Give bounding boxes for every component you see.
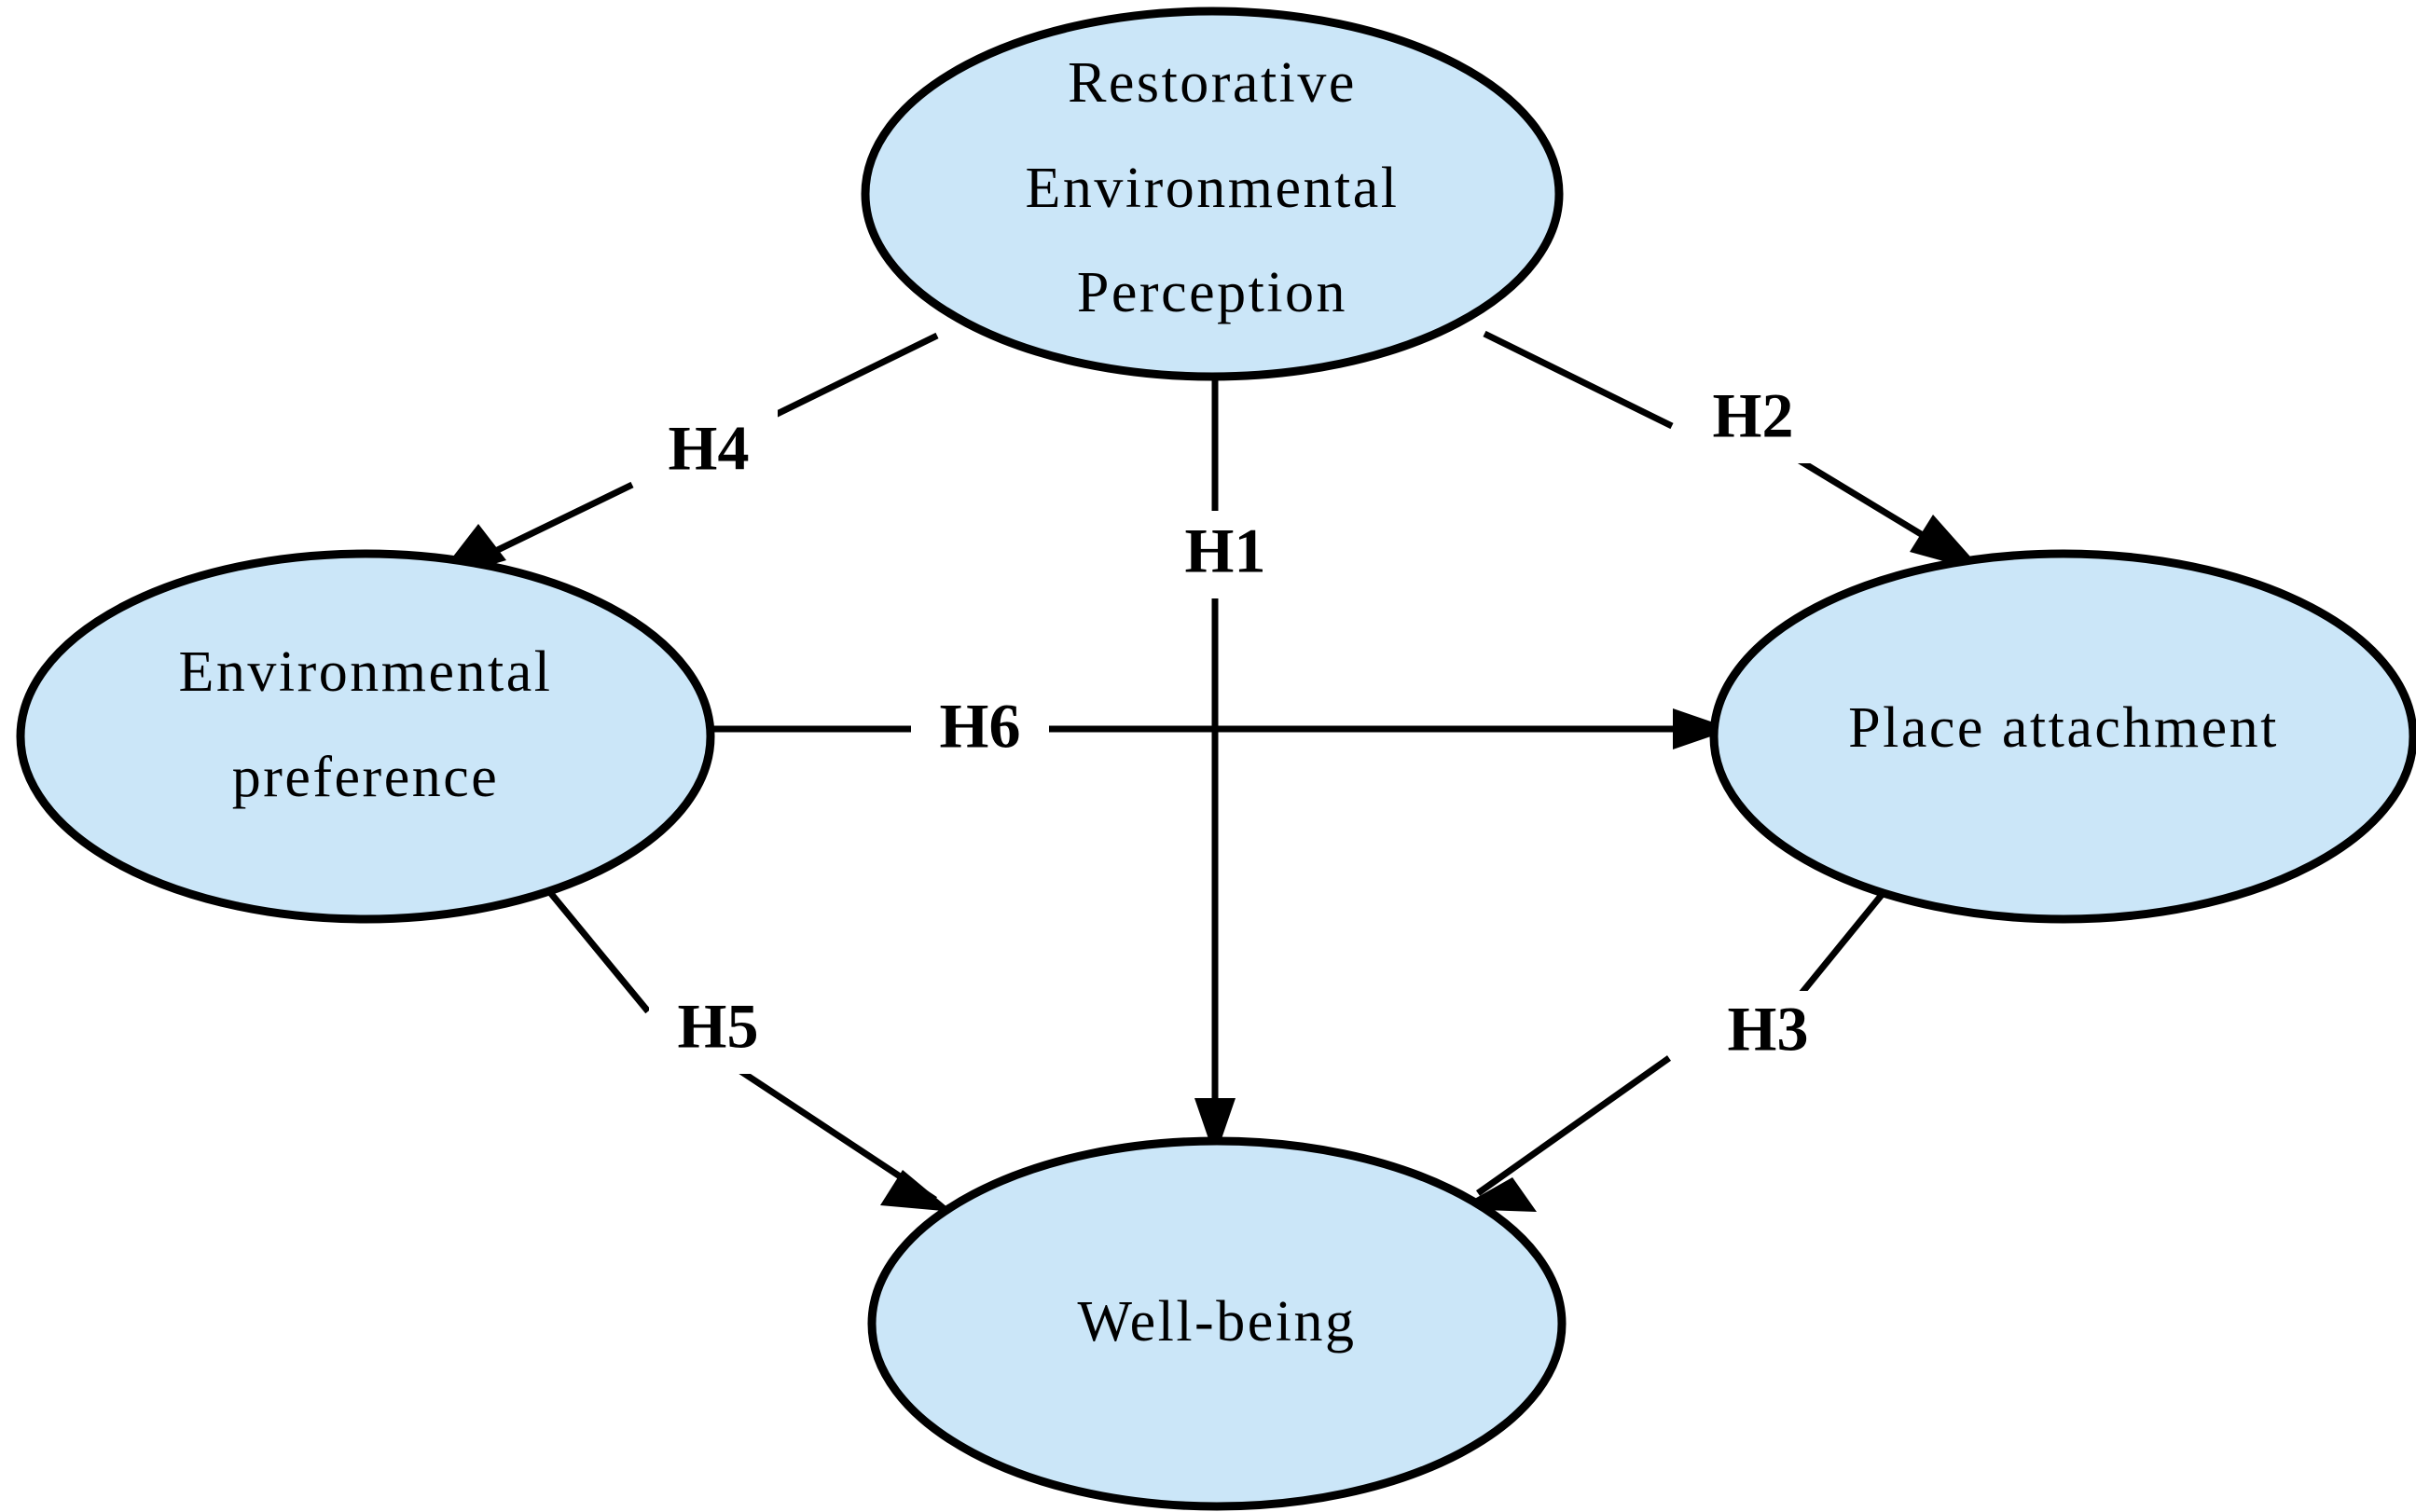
node-restorative-environmental-perception[interactable]: Restorative Environmental Perception	[861, 7, 1564, 381]
node-wb-label-line-1: Well-being	[1078, 1290, 1357, 1354]
edge-h5[interactable]	[545, 887, 953, 1212]
edge-label-h3-backdrop	[1699, 991, 1837, 1077]
node-ep-label-line-1: Environmental	[179, 640, 553, 704]
edge-label-h6: H6	[940, 691, 1021, 762]
edge-label-h2-group: H2	[1684, 378, 1822, 463]
edge-label-h5-group: H5	[649, 988, 787, 1074]
node-place-attachment[interactable]: Place attachment	[1709, 549, 2416, 924]
node-rep-ellipse	[861, 7, 1564, 381]
node-rep-label-line-2: Environmental	[1026, 157, 1400, 220]
node-rep-label-line-1: Restorative	[1068, 51, 1357, 115]
edge-label-h1: H1	[1185, 515, 1266, 586]
edge-label-h4: H4	[669, 413, 750, 484]
node-rep-label-line-3: Perception	[1077, 261, 1347, 324]
edge-label-h2-backdrop	[1684, 378, 1822, 463]
node-pa-label-line-1: Place attachment	[1848, 696, 2279, 760]
node-ep-label-line-2: preference	[232, 746, 500, 809]
edge-h6-arrowhead	[1673, 708, 1733, 749]
edge-label-h4-backdrop	[640, 410, 778, 496]
edge-label-h6-backdrop	[911, 688, 1049, 774]
edge-h1[interactable]	[1194, 377, 1236, 1158]
edge-h1-arrowhead	[1194, 1098, 1236, 1158]
node-pa-ellipse	[1709, 549, 2416, 924]
edge-label-h4-group: H4	[640, 410, 778, 496]
edge-label-h5-backdrop	[649, 988, 787, 1074]
edge-label-h5: H5	[678, 991, 759, 1062]
edge-h5-segment-upper	[545, 887, 651, 1014]
edge-label-h1-group: H1	[1156, 513, 1294, 598]
edge-h6[interactable]	[711, 708, 1733, 749]
edge-label-h1-backdrop	[1156, 513, 1294, 598]
edge-h3-segment-upper	[1797, 887, 1888, 998]
edge-h5-arrowhead	[880, 1170, 953, 1212]
node-environmental-preference[interactable]: Environmental preference	[16, 549, 715, 924]
edge-label-h3-group: H3	[1699, 991, 1837, 1077]
edge-h2-segment-upper	[1483, 330, 1674, 430]
edge-label-h2: H2	[1713, 380, 1794, 451]
edge-h3-segment-lower	[1475, 1055, 1672, 1196]
node-ep-ellipse	[16, 549, 715, 924]
node-well-being[interactable]: Well-being	[867, 1136, 1567, 1511]
edge-h4-segment-upper	[760, 332, 939, 425]
edge-label-h6-group: H6	[911, 688, 1049, 774]
node-wb-ellipse	[867, 1136, 1567, 1511]
edge-label-h3: H3	[1728, 994, 1809, 1065]
